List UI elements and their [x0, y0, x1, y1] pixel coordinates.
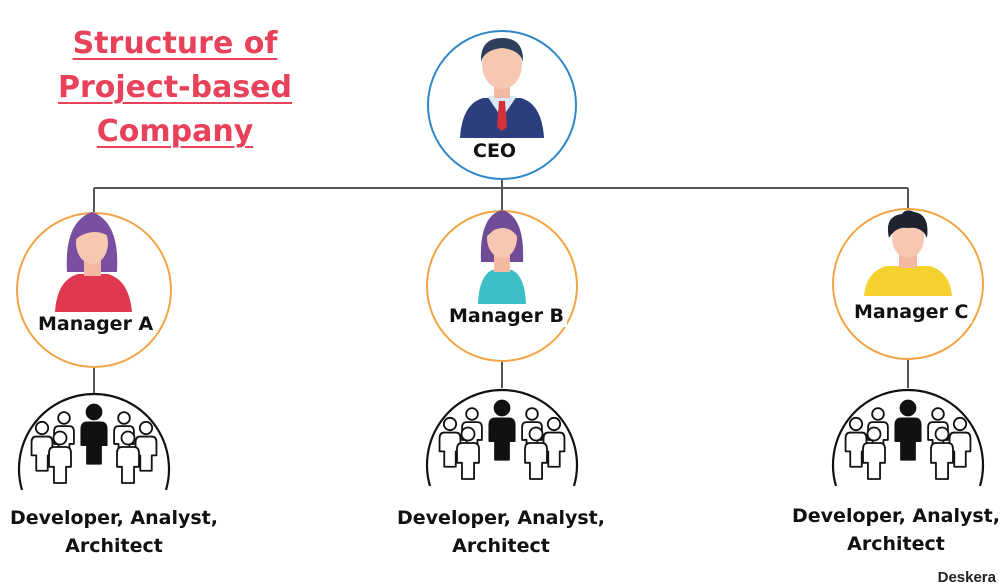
team-b-label: Developer, Analyst, Architect [381, 504, 621, 560]
manager-c-label: Manager C [851, 301, 972, 323]
team-c-role-architect: Architect [847, 533, 945, 555]
team-b-roles: Developer, Analyst, [397, 507, 605, 529]
member-figure-icon [524, 426, 548, 480]
manager-b-label: Manager B [446, 305, 568, 327]
connectors [93, 178, 909, 393]
member-figure-icon [134, 420, 158, 472]
leader-figure-icon [894, 399, 922, 461]
team-b-role-architect: Architect [452, 535, 550, 557]
ceo-avatar-icon [460, 38, 544, 138]
manager-a-label: Manager A [35, 313, 157, 335]
team-a-group-icon [17, 392, 171, 491]
brand-logo: Deskera [937, 569, 996, 586]
member-figure-icon [30, 420, 54, 472]
team-a-label: Developer, Analyst, Architect [0, 504, 234, 560]
member-figure-icon [930, 426, 954, 480]
manager-c-node [832, 208, 984, 360]
team-a-roles: Developer, Analyst, [10, 507, 218, 529]
member-figure-icon [862, 426, 886, 480]
team-c-label: Developer, Analyst, Architect [776, 502, 1000, 558]
title-line-1: Structure of [72, 26, 278, 61]
team-b-node [425, 388, 579, 487]
member-figure-icon [948, 416, 972, 468]
manager-a-node [16, 212, 172, 368]
team-c-roles: Developer, Analyst, [792, 505, 1000, 527]
manager-a-avatar-icon [55, 212, 132, 312]
team-ring [425, 388, 579, 487]
team-a-role-architect: Architect [65, 535, 163, 557]
member-figure-icon [438, 416, 462, 468]
team-ring [831, 388, 985, 487]
diagram-title: Structure of Project-based Company [40, 22, 310, 154]
member-figure-icon [456, 426, 480, 480]
manager-c-avatar-icon [864, 210, 952, 296]
leader-figure-icon [80, 403, 108, 465]
ceo-label: CEO [470, 140, 520, 162]
member-figure-icon [844, 416, 868, 468]
team-ring [17, 392, 171, 491]
manager-b-node [426, 210, 578, 362]
team-b-group-icon [425, 388, 579, 487]
leader-figure-icon [488, 399, 516, 461]
ceo-node [427, 30, 577, 180]
member-figure-icon [116, 430, 140, 484]
team-c-node [831, 388, 985, 487]
team-a-node [17, 392, 171, 491]
title-line-2: Project-based [58, 70, 292, 105]
member-figure-icon [542, 416, 566, 468]
member-figure-icon [48, 430, 72, 484]
manager-b-avatar-icon [478, 210, 526, 304]
team-c-group-icon [831, 388, 985, 487]
title-line-3: Company [96, 114, 254, 149]
